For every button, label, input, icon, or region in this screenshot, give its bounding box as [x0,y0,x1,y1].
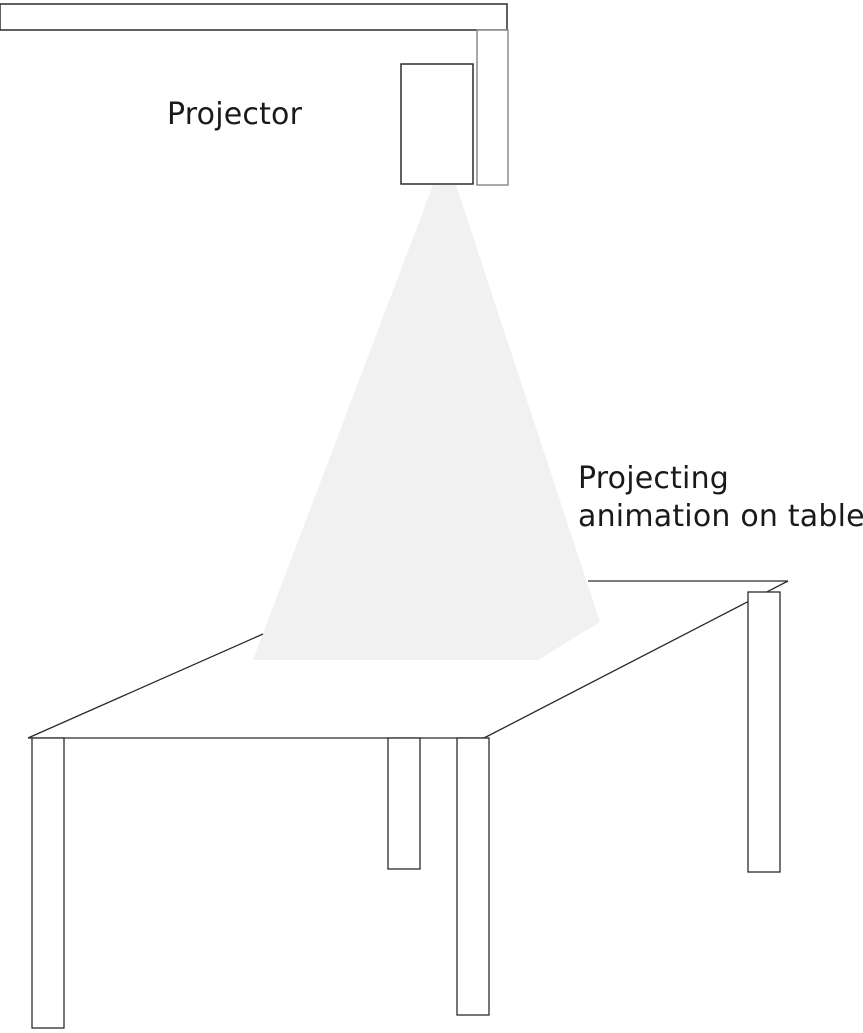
projector-label: Projector [167,97,303,132]
projection-light-beam [253,185,600,660]
table-leg-front-left [31,737,65,1029]
ceiling-mount-post [476,29,509,186]
table-leg-back-middle [387,737,421,870]
projection-label-line-1: Projecting [578,461,730,496]
table-leg-back-right [747,591,781,873]
table-top-right-edge [483,580,789,739]
table-leg-front-right [456,737,490,1016]
ceiling-beam [0,3,508,31]
projection-label: Projecting animation on table [578,460,863,536]
projection-label-line-2: animation on table [578,499,863,534]
table-top-left-back-edge [27,633,264,739]
projector-body [400,63,474,185]
